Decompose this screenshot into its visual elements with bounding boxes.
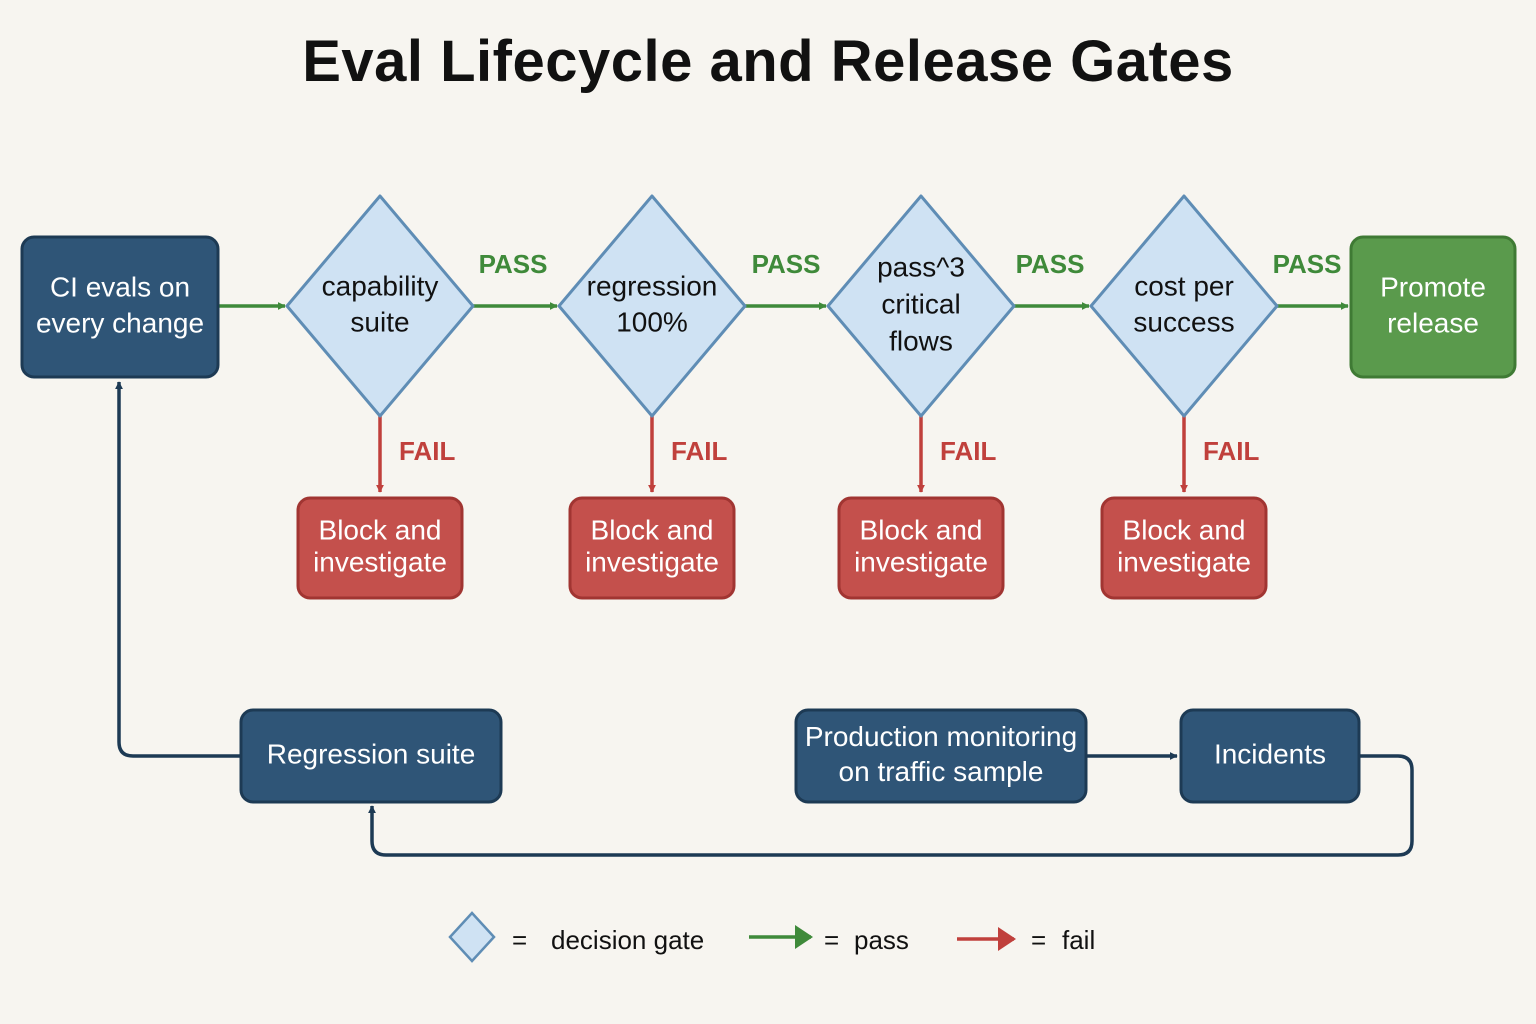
fail-label-3: FAIL [940,436,996,466]
promote-release-box-line-2: release [1387,307,1479,338]
fail-label-2: FAIL [671,436,727,466]
production-monitoring-box [794,708,1088,804]
gate-1-line-2: suite [350,306,409,337]
legend-gate-text: decision gate [551,925,704,955]
gate-1 [285,194,475,418]
legend-fail-equals: = [1031,925,1046,955]
pass-label-1: PASS [479,249,548,279]
block-investigate-box-1-line-2: investigate [313,546,447,577]
block-investigate-box-2-line-2: investigate [585,546,719,577]
block-investigate-box-1 [296,496,464,600]
block-investigate-box-4 [1100,496,1268,600]
gate-2-line-1: regression [587,270,718,301]
page-title: Eval Lifecycle and Release Gates [302,29,1234,94]
incidents-box [1179,708,1361,804]
ci-evals-box-line-1: CI evals on [50,271,190,302]
block-investigate-box-4-line-2: investigate [1117,546,1251,577]
block-investigate-box-2 [568,496,736,600]
nodes-layer: CI evals on every change Promote release PAS… [20,194,1517,804]
block-investigate-box-3-line-1: Block and [860,514,983,545]
pass-label-4: PASS [1273,249,1342,279]
gate-2-line-2: 100% [616,306,688,337]
pass-label-3: PASS [1016,249,1085,279]
green-arrow-head [795,925,813,949]
red-arrow-head [998,927,1016,951]
pass-label-2: PASS [752,249,821,279]
block-investigate-box-2-line-1: Block and [591,514,714,545]
regression-suite-box [239,708,503,804]
regression-suite-box-line-1: Regression suite [267,738,476,769]
production-monitoring-box-line-1: Production monitoring [805,721,1077,752]
gate-4-line-2: success [1133,306,1234,337]
legend-pass-equals: = [824,925,839,955]
block-investigate-box-4-line-1: Block and [1123,514,1246,545]
legend-pass-text: pass [854,925,909,955]
edges-layer [115,302,1414,857]
promote-release-box-line-1: Promote [1380,271,1486,302]
block-investigate-box-3 [837,496,1005,600]
block-investigate-box-3-line-2: investigate [854,546,988,577]
gate-3 [826,194,1016,418]
block-investigate-box-1-line-1: Block and [319,514,442,545]
ci-evals-box [20,235,220,379]
gate-4-line-1: cost per [1134,270,1234,301]
gate-2 [557,194,747,418]
gate-4 [1089,194,1279,418]
gate-3-line-3: flows [889,325,953,356]
promote-release-box [1349,235,1517,379]
legend: = decision gate = pass = fail [448,911,1095,963]
gate-3-line-2: critical [881,288,960,319]
legend-fail-text: fail [1062,925,1095,955]
gate-3-line-1: pass^3 [877,251,965,282]
production-monitoring-box-line-2: on traffic sample [839,756,1044,787]
incidents-to-regression-arrow [368,754,1414,857]
gate-1-line-1: capability [322,270,439,301]
regression-to-ci-arrow [115,381,241,758]
diamond-icon [448,911,496,963]
fail-label-4: FAIL [1203,436,1259,466]
incidents-box-line-1: Incidents [1214,738,1326,769]
ci-evals-box-line-2: every change [36,307,204,338]
legend-gate-equals: = [512,925,527,955]
fail-label-1: FAIL [399,436,455,466]
